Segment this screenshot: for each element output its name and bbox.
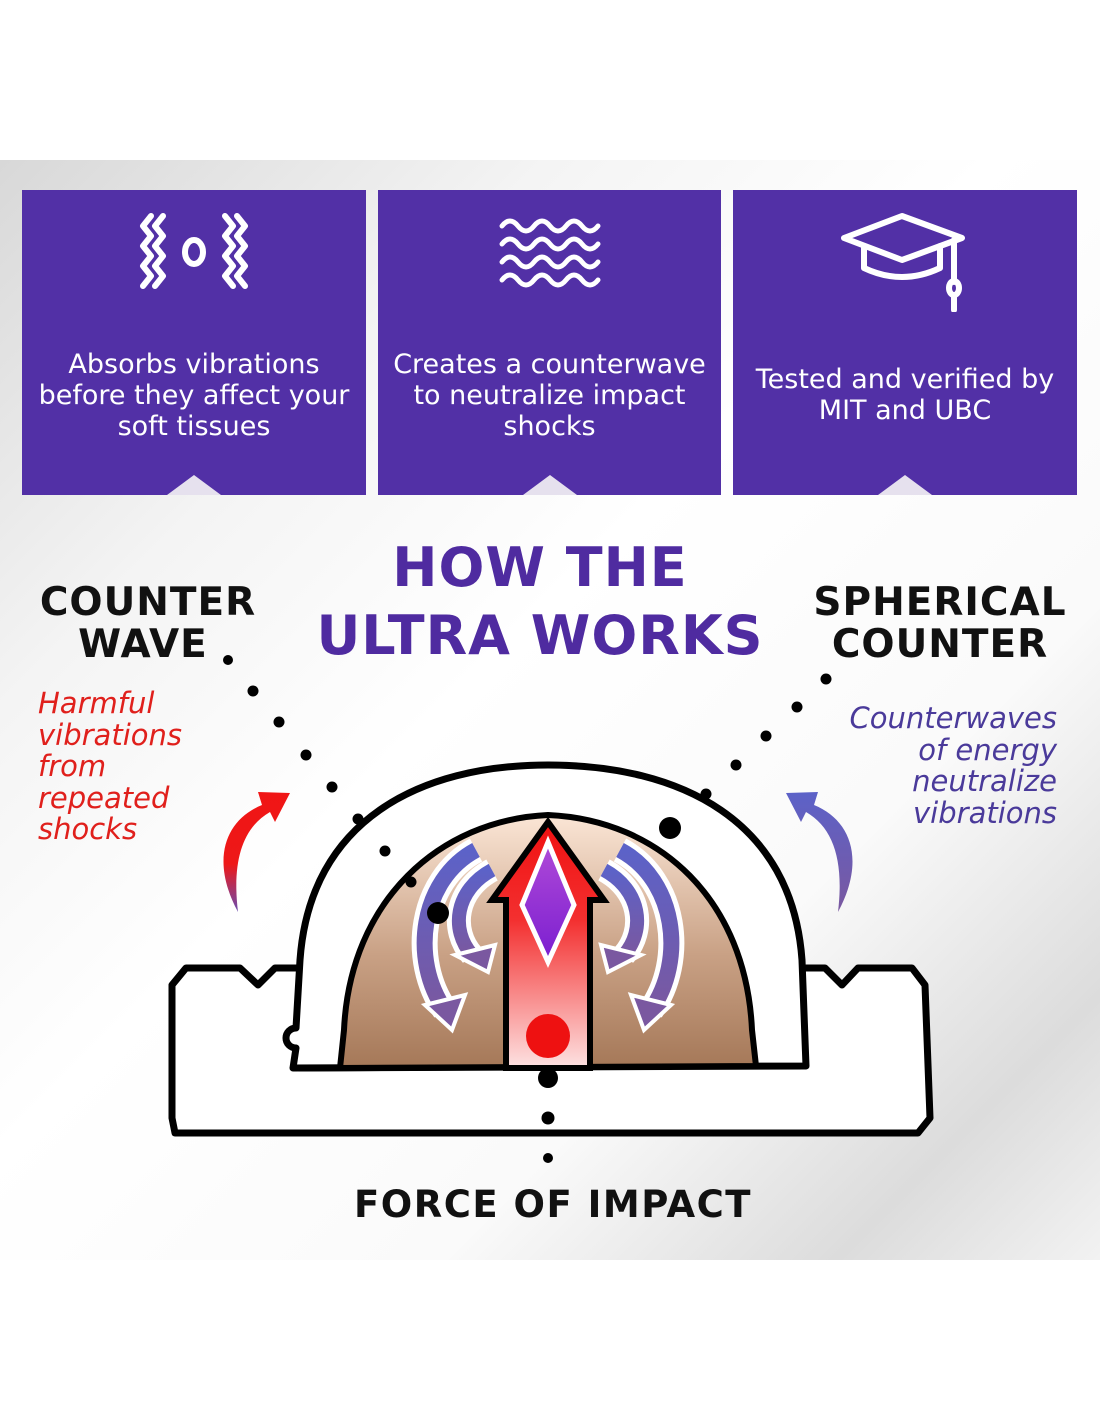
note-line: repeated [38,780,170,815]
force-of-impact-label: FORCE OF IMPACT [354,1183,752,1226]
spherical-counter-heading: SPHERICAL COUNTER [810,582,1070,666]
title-line-2: ULTRA WORKS [316,604,764,667]
card-notch [167,475,221,495]
dot-trail [223,655,832,1163]
purple-curved-arrow [786,792,853,912]
counterwaves-note: Counterwaves of energy neutralize vibrat… [849,701,1058,830]
heading-line: WAVE [78,622,208,667]
note-line: vibrations [38,717,182,752]
page-title: HOW THE ULTRA WORKS [300,534,780,670]
title-line-1: HOW THE [392,536,688,599]
note-line: of energy [918,732,1057,767]
graduation-cap-icon [733,212,1077,312]
feature-card-absorbs: Absorbs vibrations before they affect yo… [22,190,366,495]
note-line: from [38,749,107,783]
card-notch [878,475,932,495]
note-line: shocks [38,812,138,846]
note-line: Counterwaves [849,701,1058,735]
feature-text: Creates a counterwave to neutralize impa… [393,348,706,442]
card-notch [522,475,577,495]
heading-line: COUNTER [831,622,1049,667]
vibration-absorb-icon [22,212,366,302]
note-line: neutralize [912,764,1057,798]
counter-wave-heading: COUNTER WAVE [38,582,258,666]
diamond [519,835,577,969]
feature-card-counterwave: Creates a counterwave to neutralize impa… [378,190,721,495]
heading-line: COUNTER [39,580,257,625]
note-line: vibrations [913,795,1057,830]
note-line: Harmful [38,686,155,720]
feature-text: Tested and verified by MIT and UBC [755,364,1055,426]
red-curved-arrow [223,792,290,912]
heading-line: SPHERICAL [813,580,1067,625]
feature-card-tested: Tested and verified by MIT and UBC [733,190,1077,495]
harmful-vibrations-note: Harmful vibrations from repeated shocks [38,686,182,846]
feature-text: Absorbs vibrations before they affect yo… [38,348,350,442]
waves-icon [378,212,721,302]
counterwave-arrows [411,838,685,1034]
impact-point [526,1014,570,1058]
